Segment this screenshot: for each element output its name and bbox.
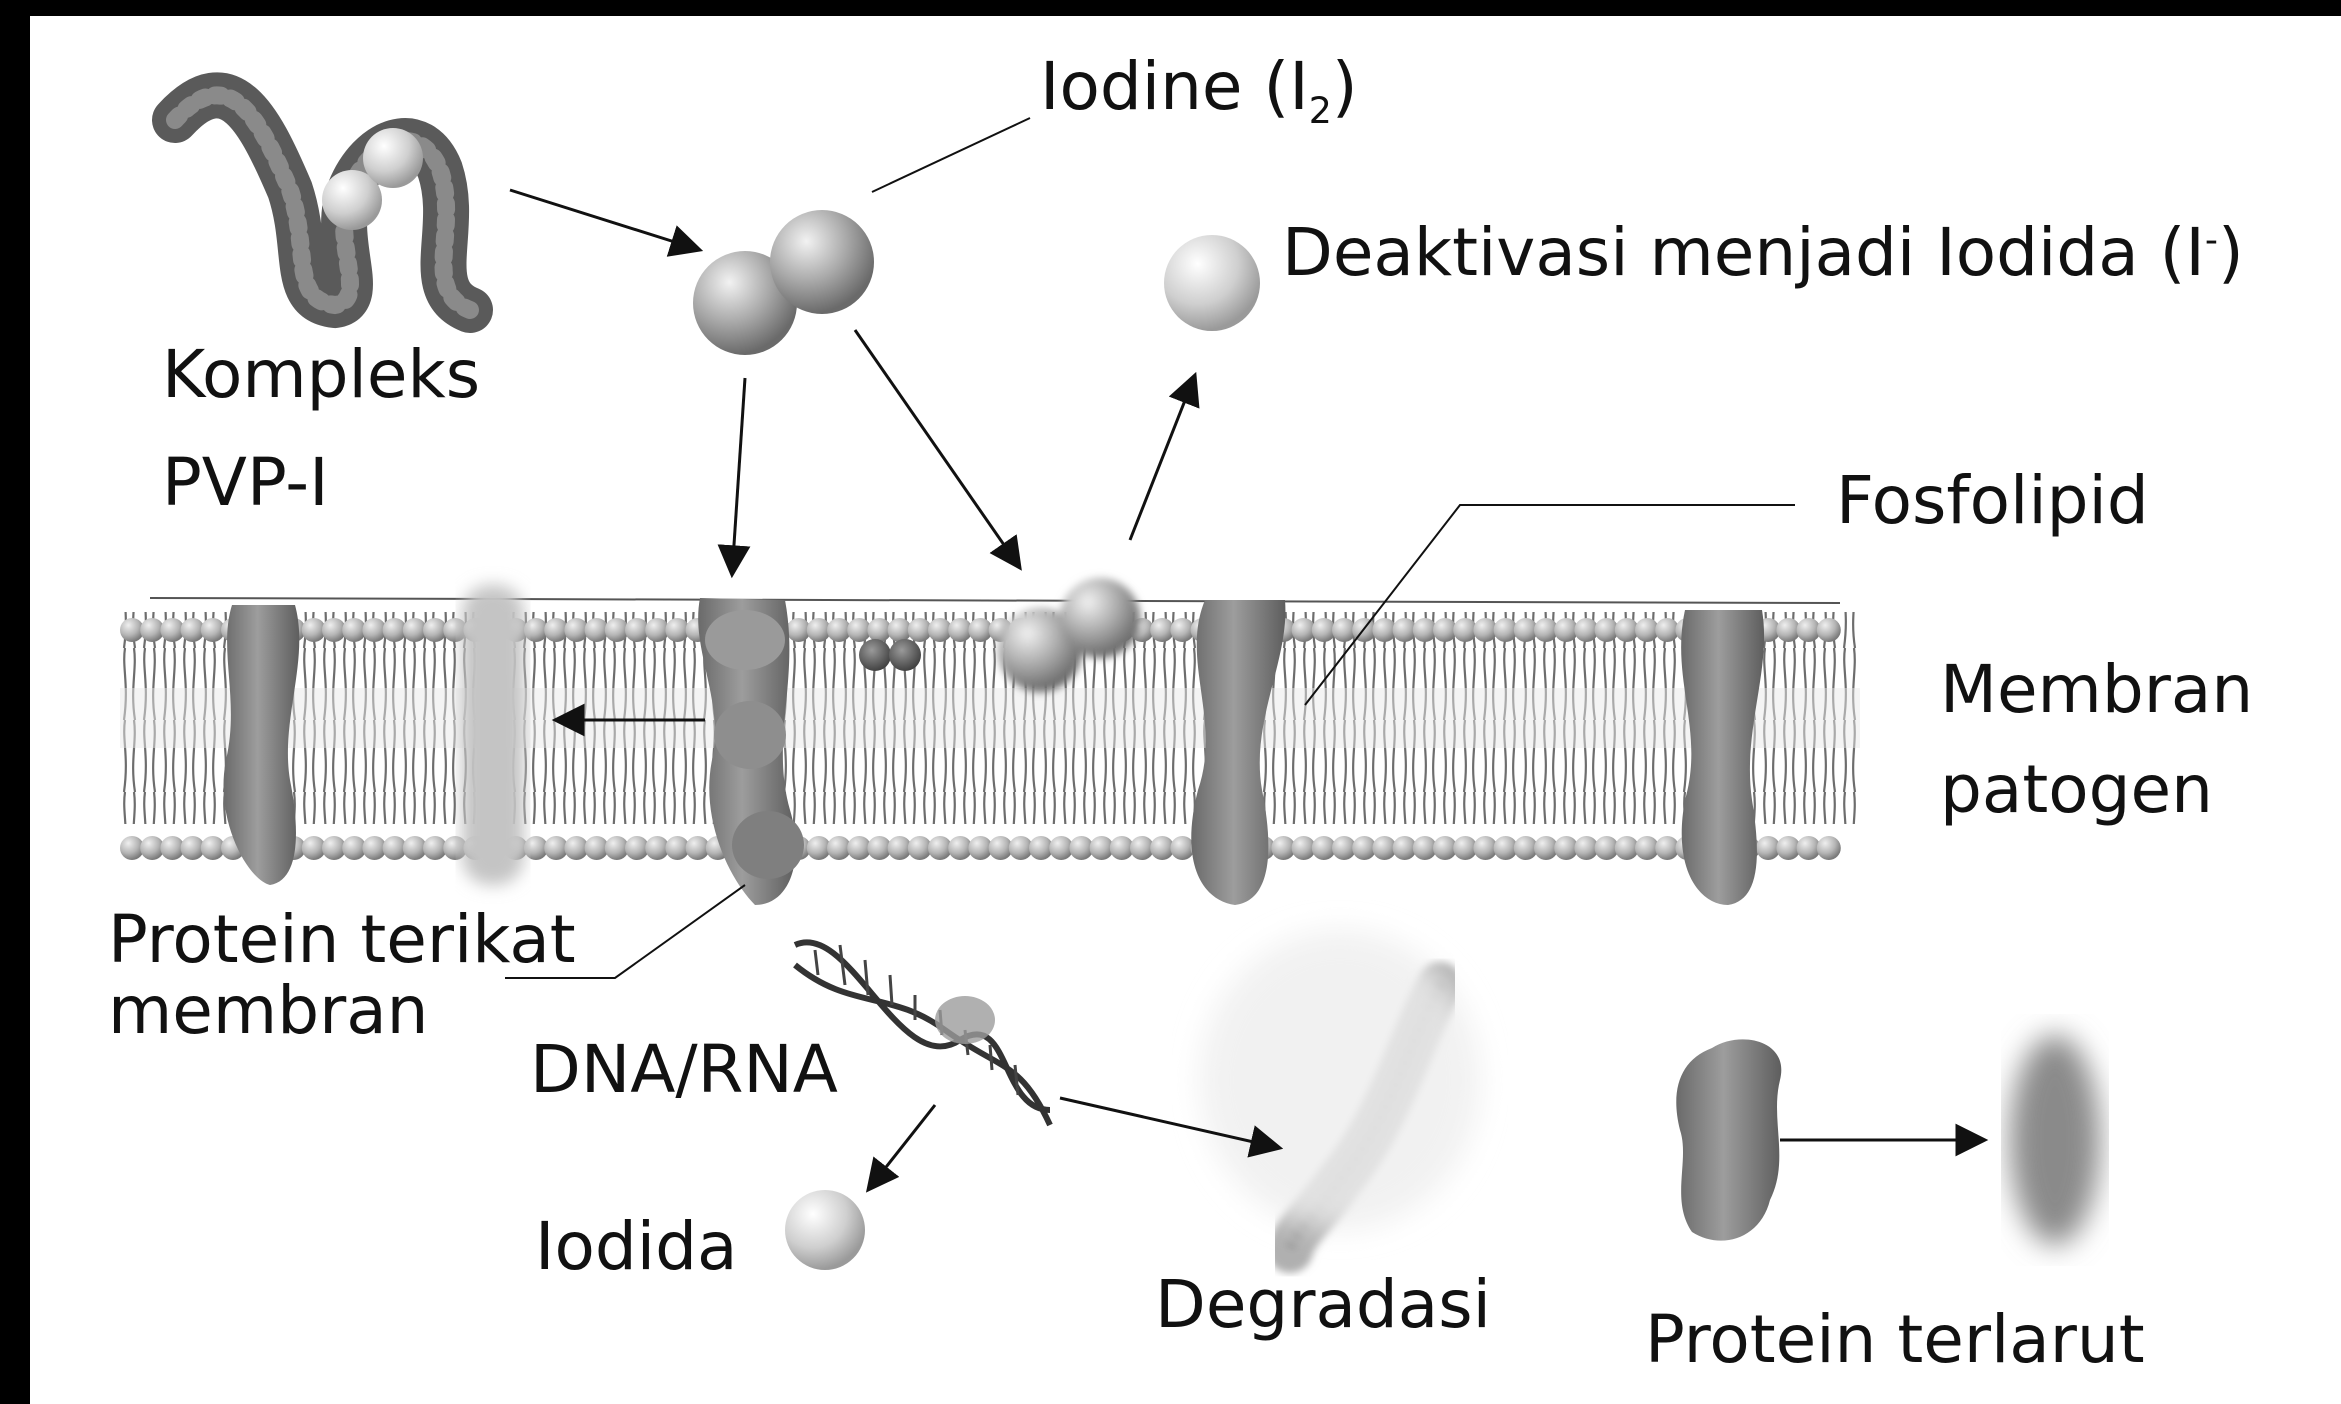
phospholipid-heads-bottom	[120, 836, 1841, 860]
label-pvp-complex-2: PVP-I	[162, 448, 329, 517]
label-deactivation-close: )	[2218, 214, 2244, 291]
phospholipid-head	[1817, 618, 1841, 642]
iodide-sphere-top	[1164, 235, 1260, 331]
label-iodide: Iodida	[535, 1212, 737, 1281]
label-pvp-complex-1: Kompleks	[162, 340, 480, 409]
denatured-protein	[2010, 1035, 2100, 1245]
label-dna-rna: DNA/RNA	[530, 1035, 838, 1104]
label-soluble-protein: Protein terlarut	[1645, 1305, 2145, 1374]
label-fosfolipid: Fosfolipid	[1836, 466, 2149, 535]
degraded-halo	[1200, 930, 1480, 1230]
label-membrane-2: patogen	[1940, 755, 2213, 824]
phospholipid-heads-top	[120, 618, 1841, 642]
label-deactivation: Deaktivasi menjadi Iodida (I-)	[1282, 218, 2244, 287]
iodide-sphere-bottom	[785, 1190, 865, 1270]
label-bound-protein-1: Protein terikat	[108, 905, 576, 974]
membrane-protein-blurred	[462, 585, 524, 885]
label-membrane-1: Membran	[1940, 655, 2253, 724]
label-iodine-subscript: 2	[1309, 89, 1332, 132]
phospholipid-bilayer	[120, 598, 1860, 860]
soluble-protein	[1676, 1039, 1781, 1240]
label-iodine-text: Iodine (I	[1040, 48, 1309, 125]
phospholipid-head	[1817, 836, 1841, 860]
label-iodine-close: )	[1332, 48, 1358, 125]
label-iodine: Iodine (I2)	[1040, 52, 1358, 130]
label-deactivation-text: Deaktivasi menjadi Iodida (I	[1282, 214, 2205, 291]
label-deactivation-superscript: -	[2205, 218, 2218, 261]
label-bound-protein-2: membran	[108, 976, 429, 1045]
label-degradation: Degradasi	[1155, 1270, 1491, 1339]
